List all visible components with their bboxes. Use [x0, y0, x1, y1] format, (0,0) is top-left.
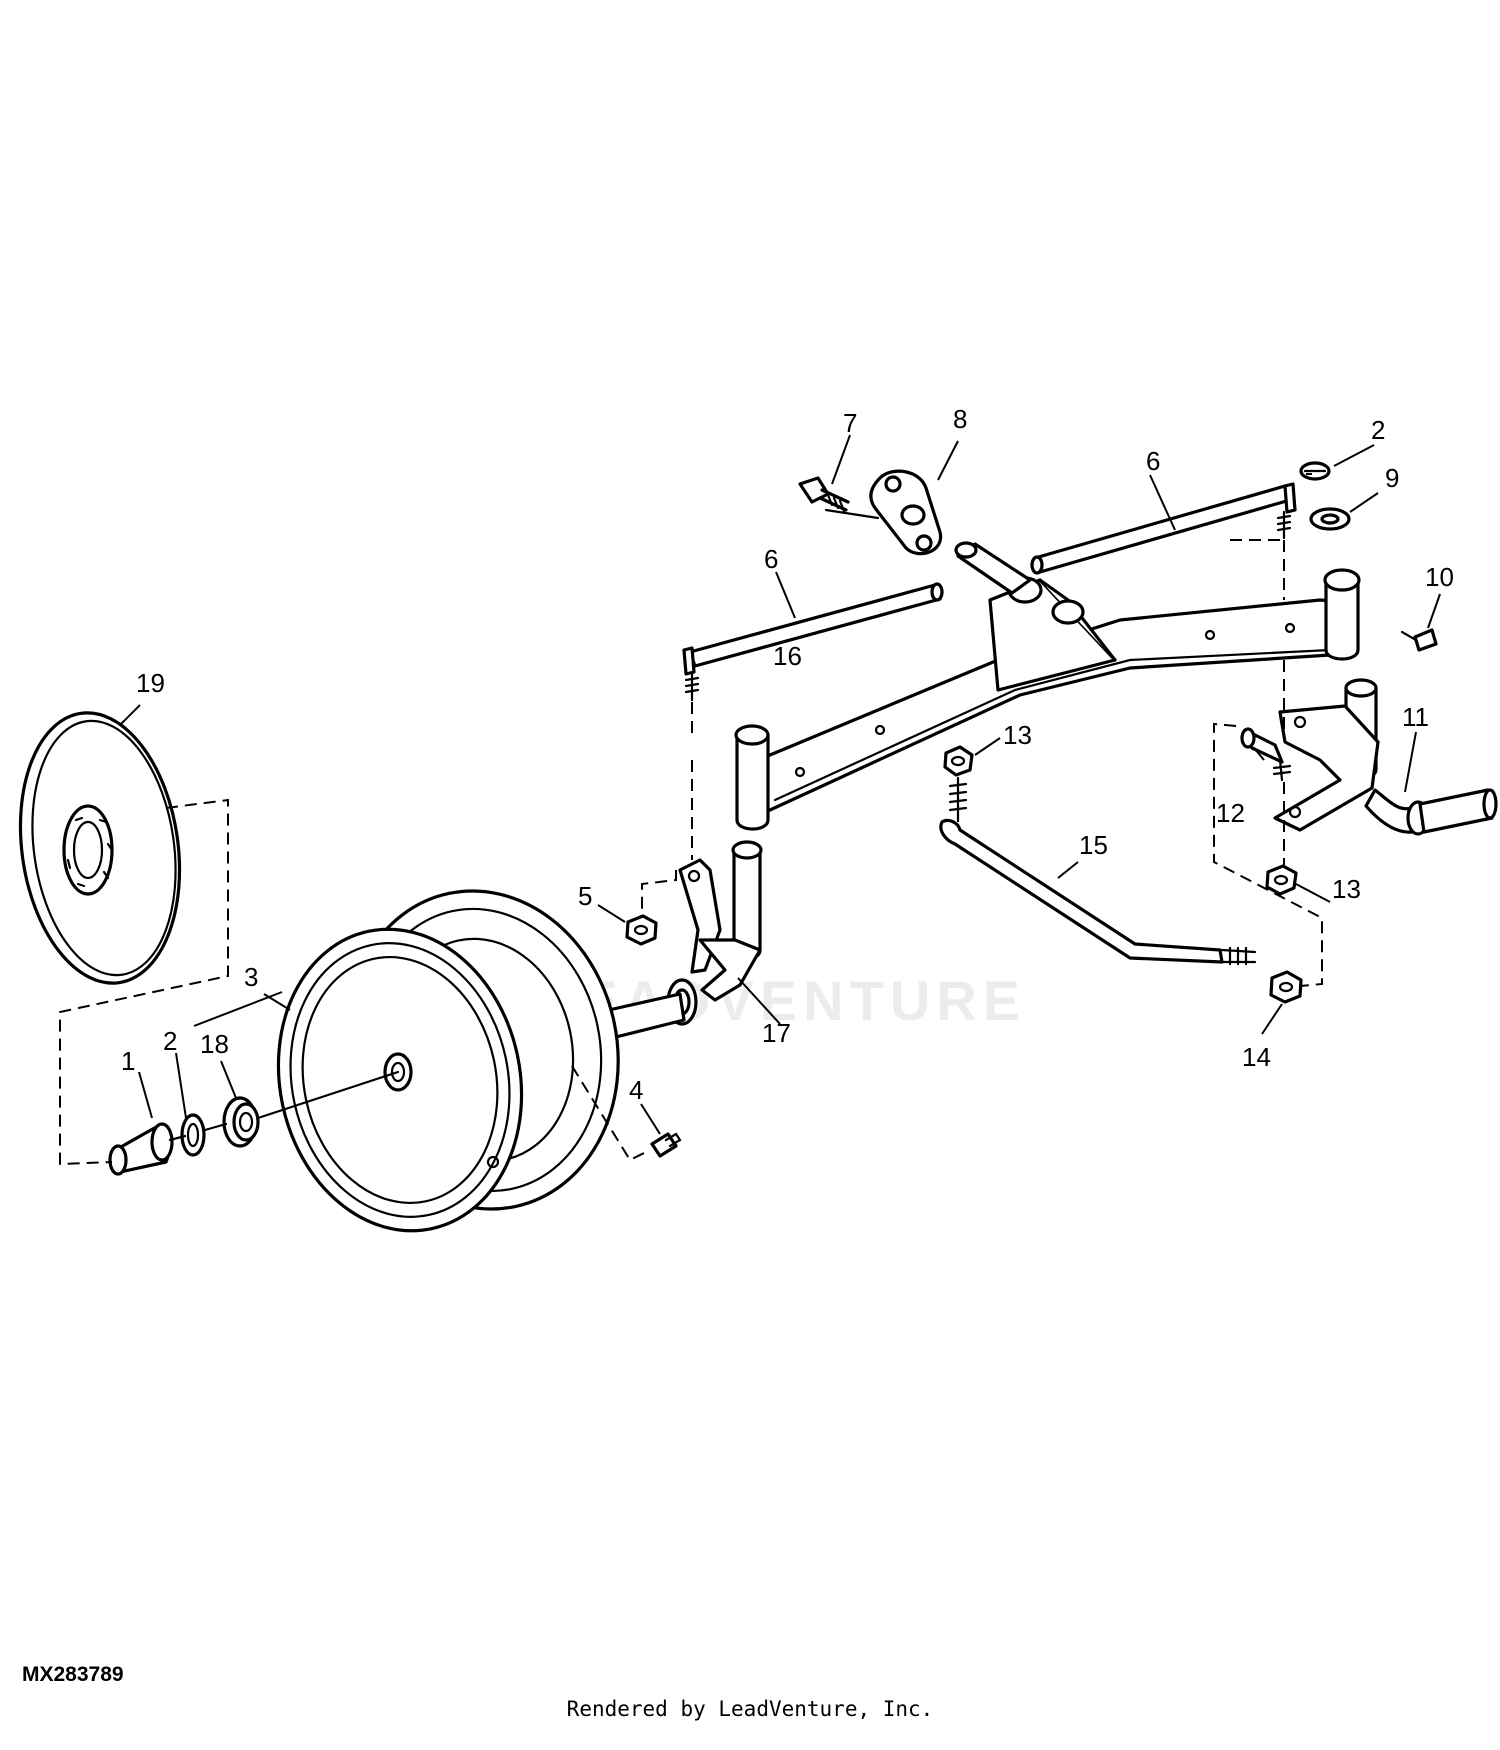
bearing — [222, 1096, 260, 1148]
wheel-cover — [18, 711, 182, 985]
callout-4: 4 — [629, 1075, 643, 1105]
bushing — [108, 1122, 174, 1176]
cap-screw — [798, 476, 850, 513]
callout-10: 10 — [1425, 562, 1454, 592]
callout-17: 17 — [762, 1018, 791, 1048]
valve-stem — [650, 1132, 682, 1158]
callout-7: 7 — [843, 408, 857, 438]
callout-1: 1 — [121, 1046, 135, 1076]
assembly-guide-lines — [59, 473, 1323, 1166]
callout-11: 11 — [1402, 702, 1429, 732]
callout-6-upper: 6 — [1146, 446, 1160, 476]
front-axle-beam — [734, 541, 1361, 831]
callout-18: 18 — [200, 1029, 229, 1059]
hex-nut-upper — [943, 745, 974, 822]
flange-plate — [869, 469, 943, 556]
callout-14: 14 — [1242, 1042, 1271, 1072]
wheel-rim — [276, 889, 620, 1233]
retaining-clip-top — [1299, 461, 1331, 481]
callout-19: 19 — [136, 668, 165, 698]
callout-12: 12 — [1216, 798, 1245, 828]
steering-arm-bolt — [1240, 727, 1292, 782]
callout-2-top: 2 — [1371, 415, 1385, 445]
hex-nut-lower — [1265, 864, 1298, 896]
drawing-id: MX283789 — [22, 1663, 124, 1686]
drag-link-nut — [1269, 970, 1303, 1004]
leader-lines — [119, 434, 1441, 1135]
callout-9: 9 — [1385, 463, 1399, 493]
callout-6-lower: 6 — [764, 544, 778, 574]
right-spindle — [1273, 678, 1498, 836]
lock-nut — [625, 914, 658, 946]
callouts: 1 2 18 3 4 5 6 6 7 8 2 9 10 11 12 13 13 … — [121, 404, 1454, 1105]
callout-5: 5 — [578, 881, 592, 911]
callout-16: 16 — [773, 641, 802, 671]
snap-ring — [180, 1113, 206, 1157]
drag-link — [939, 818, 1257, 966]
render-credit: Rendered by LeadVenture, Inc. — [566, 1697, 934, 1721]
callout-13-upper: 13 — [1003, 720, 1032, 750]
callout-8: 8 — [953, 404, 967, 434]
washer — [1309, 507, 1351, 531]
callout-3: 3 — [244, 962, 258, 992]
grease-fitting — [1400, 628, 1438, 652]
callout-13-lower: 13 — [1332, 874, 1361, 904]
lower-tie-rod — [682, 582, 944, 702]
callout-2-snap-ring: 2 — [163, 1026, 177, 1056]
callout-15: 15 — [1079, 830, 1108, 860]
upper-tie-rod — [1030, 482, 1297, 575]
